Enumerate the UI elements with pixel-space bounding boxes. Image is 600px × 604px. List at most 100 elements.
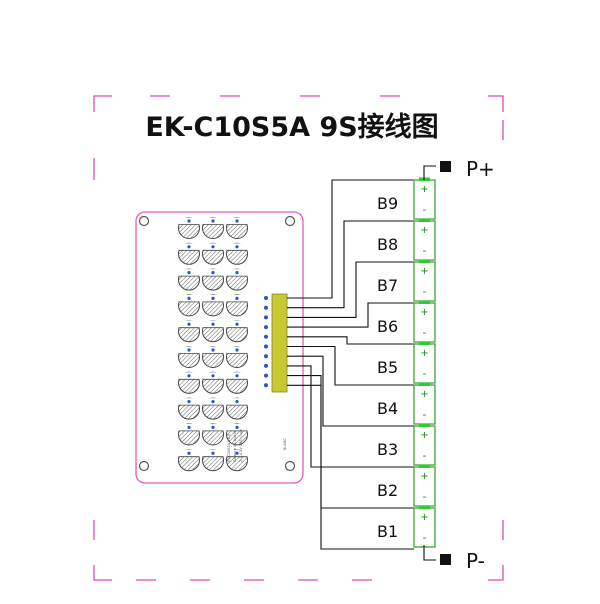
balance-pad [264,383,268,388]
balance-wire [287,384,414,550]
cell-minus-sign: - [423,326,427,339]
cell-plus-sign: + [420,307,428,318]
cell-label: B6 [377,317,398,336]
capacitor [226,294,248,317]
capacitor [178,217,200,239]
balance-wire [287,302,414,328]
capacitor [178,346,200,368]
capacitor [178,294,200,317]
cell-plus-sign: + [420,225,428,236]
cell-minus-sign: - [423,449,427,462]
capacitor [202,217,224,239]
capacitor [202,294,224,317]
balance-pad [264,354,268,359]
cell-plus-sign: + [420,471,428,482]
capacitor [202,423,224,446]
balance-pad [264,334,268,339]
cell-plus-sign: + [420,266,428,277]
svg-text:Balance 5A Active: Balance 5A Active [233,430,237,462]
svg-text:BLANC: BLANC [283,438,287,450]
balance-wire [287,345,414,386]
capacitor [226,397,248,420]
cell-label: B7 [377,276,398,295]
positive-terminal-marker [440,161,451,172]
negative-terminal-label: P- [466,549,485,573]
capacitor [226,371,248,394]
balance-pad [264,325,268,330]
capacitor [178,268,200,291]
balance-pad [264,344,268,349]
cell-minus-sign: - [423,285,427,298]
cell-label: B8 [377,235,398,254]
cell-plus-sign: + [420,430,428,441]
capacitor [202,397,224,420]
capacitor [202,346,224,368]
balance-pad [264,363,268,368]
capacitor [226,449,248,472]
balance-connector [271,293,288,393]
negative-terminal: P- [423,545,485,573]
positive-terminal-label: P+ [466,157,495,181]
capacitor [226,346,248,368]
mounting-hole [284,215,296,227]
balance-pad [264,373,268,378]
svg-text:EK-C10S5A V1.0: EK-C10S5A V1.0 [227,434,231,462]
capacitor [202,449,224,472]
capacitor [226,242,248,265]
cell-cap [419,423,430,427]
capacitor [226,423,248,446]
mounting-hole [138,460,150,472]
capacitor-grid [178,217,248,472]
cell-minus-sign: - [423,490,427,503]
capacitor [178,397,200,420]
capacitor [178,449,200,472]
cell-label: B5 [377,358,398,377]
capacitor [226,217,248,239]
capacitor [178,423,200,446]
balance-pads [264,296,268,388]
balance-pad [264,296,268,300]
cell-minus-sign: - [423,244,427,257]
capacitor [226,268,248,291]
balance-wire [287,220,414,309]
cell-label: B3 [377,440,398,459]
capacitor [226,320,248,343]
svg-text:2.7-4.5V 10S Li-ion: 2.7-4.5V 10S Li-ion [239,429,243,462]
mounting-hole [284,460,296,472]
capacitor [202,268,224,291]
capacitor [178,371,200,394]
cell-label: B9 [377,194,398,213]
cell-b7: + - B7 [377,259,436,302]
positive-terminal: P+ [423,157,495,181]
cell-cap [419,464,430,468]
cell-b9: + - B9 [377,177,436,220]
balance-pad [264,305,268,310]
cell-minus-sign: - [423,203,427,216]
frame-corners [93,95,504,581]
cell-b8: + - B8 [377,218,436,261]
balance-wire [287,336,414,345]
balance-wire [287,179,414,299]
cell-b1: +-B1 [377,505,436,548]
mounting-hole [138,215,150,227]
cell-label: B4 [377,399,398,418]
cell-b6: + - B6 [377,300,436,343]
cell-minus-sign: - [423,408,427,421]
cell-plus-sign: + [420,184,428,195]
balance-wire [287,261,414,318]
diagram-title: EK-C10S5A 9S接线图 [145,112,438,143]
cell-label: B1 [377,522,398,541]
cell-cap [419,218,430,222]
cell-label: B2 [377,481,398,500]
cell-b5: +-B5 [377,341,436,384]
silkscreen-text: EK-C10S5A V1.0 Balance 5A Active 2.7-4.5… [227,429,287,462]
cell-plus-sign: + [420,512,428,523]
cell-cap [419,341,430,345]
capacitor [202,242,224,265]
cell-b4: +-B4 [377,382,436,425]
capacitor [178,242,200,265]
battery-cells: + - B9 + - B8 + - B7 + - B6 +-B5 + - B4 + - B3 + - B2 +-B1 [377,177,436,548]
balance-wires [287,179,414,550]
